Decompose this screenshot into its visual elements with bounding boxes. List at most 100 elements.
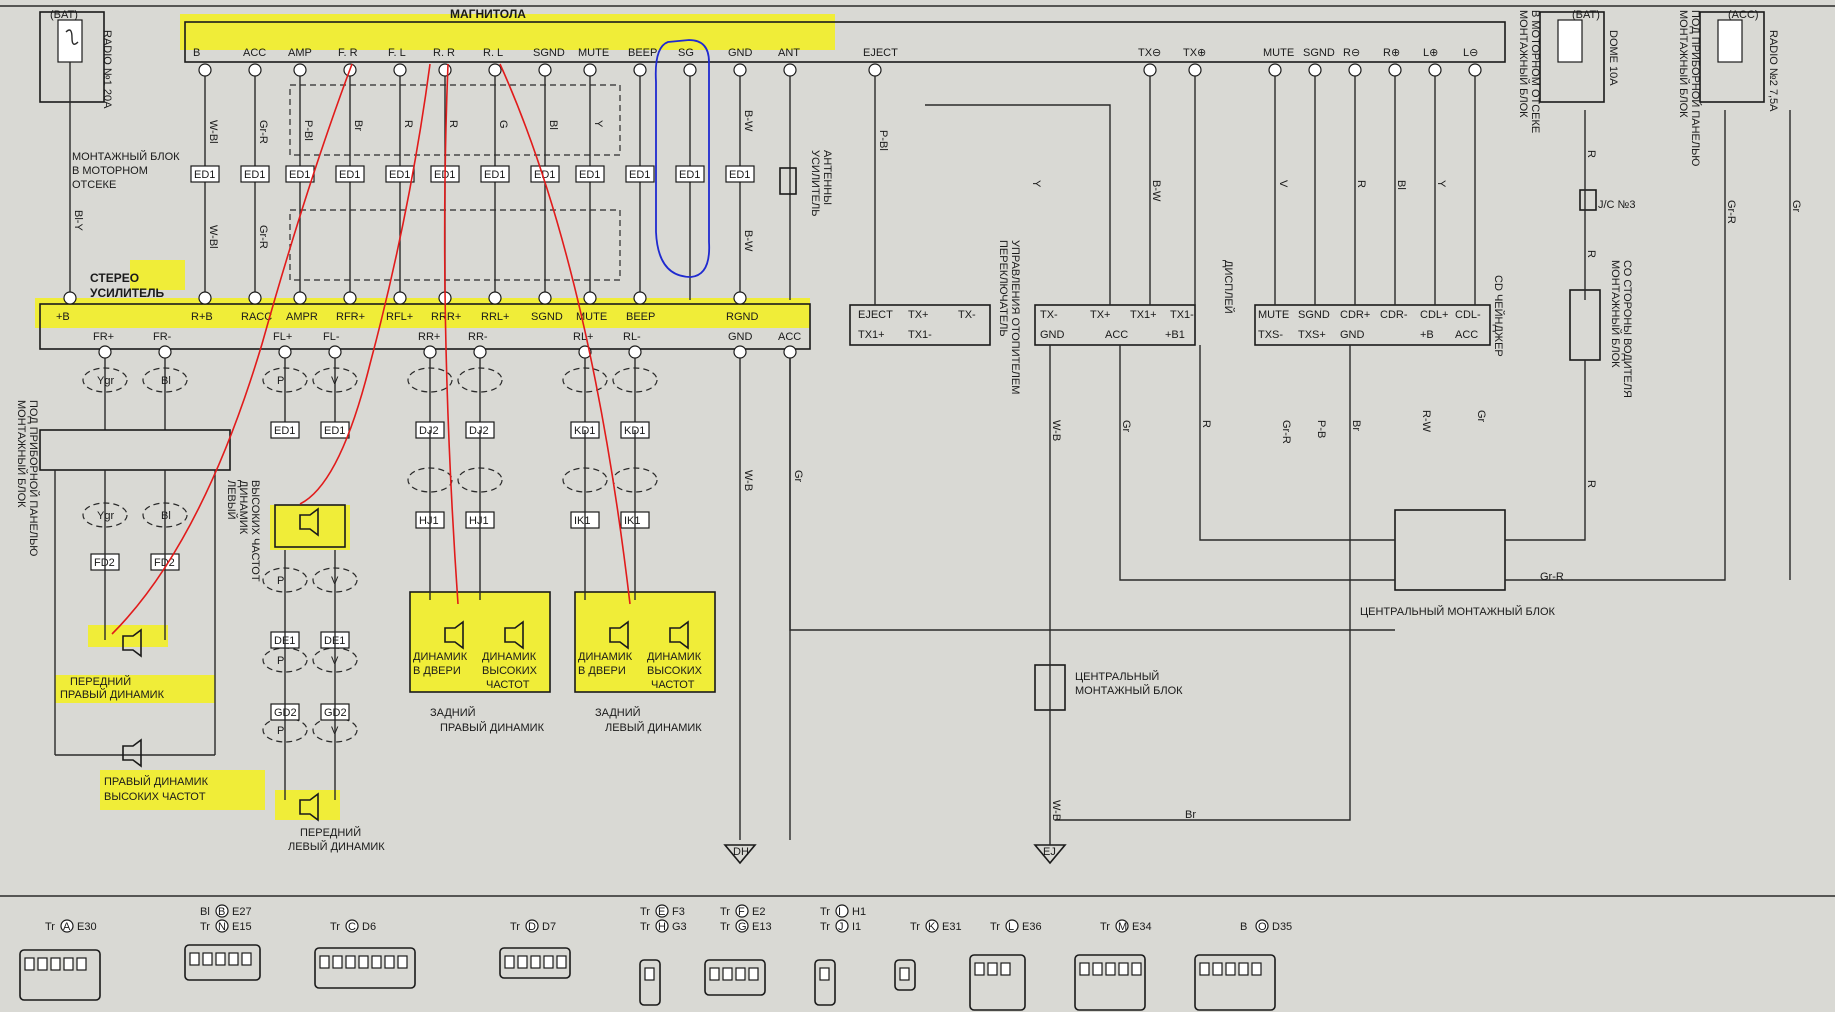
- pin-circle: [733, 63, 747, 77]
- speaker-icon: [299, 507, 319, 537]
- left-tweeter-label-1: ЛЕВЫЙ: [225, 480, 238, 520]
- ground-dh: DH: [733, 846, 749, 858]
- amp-out-label: GND: [728, 331, 753, 343]
- pin-circle: [1348, 63, 1362, 77]
- pin-circle: [1468, 63, 1482, 77]
- rr-tw-label-2: ВЫСОКИХ: [482, 665, 538, 677]
- pin-circle: [488, 63, 502, 77]
- connector-cavity: [202, 952, 213, 966]
- connector-label: HJ1: [469, 515, 489, 527]
- head-pin-label: L⊖: [1463, 47, 1478, 59]
- amp-out-label: RR+: [418, 331, 440, 343]
- connector-ed1: [240, 165, 270, 183]
- connector-cavity: [1199, 962, 1210, 976]
- legend-letter: E: [658, 906, 665, 918]
- panel-right-2: ПОД ПРИБОРНОЙ ПАНЕЛЬЮ: [1689, 10, 1702, 166]
- connector-ed1-label: ED1: [339, 169, 360, 181]
- amp-pin-label: MUTE: [576, 311, 607, 323]
- wire-label: Bl: [161, 510, 171, 522]
- cd-pin-label: TXS+: [1298, 329, 1326, 341]
- fuse-3-name: RADIO №2 7,5A: [1767, 30, 1779, 112]
- left-tweeter-box: [274, 504, 346, 548]
- highlight-rear-right: [410, 592, 550, 692]
- pin-circle: [278, 345, 292, 359]
- wire-r: R: [1355, 180, 1367, 188]
- wire-r: R: [1585, 480, 1597, 488]
- legend-circle: [215, 904, 229, 918]
- wire: [1505, 110, 1726, 581]
- wire-wbl: W-Bl: [207, 120, 219, 144]
- amp-out-label: FR+: [93, 331, 114, 343]
- head-pin-label: EJECT: [863, 47, 898, 59]
- central-mid-label-2: МОНТАЖНЫЙ БЛОК: [1075, 684, 1183, 697]
- pin-circle: [1188, 63, 1202, 77]
- legend-color: Tr: [510, 921, 520, 933]
- legend-letter: M: [1118, 921, 1127, 933]
- highlight-amp-title: [130, 260, 185, 290]
- amp-out-label: RL+: [573, 331, 594, 343]
- rl-door-label-1: ДИНАМИК: [578, 651, 633, 663]
- legend-letter: I: [838, 906, 841, 918]
- wire-br: Br: [352, 120, 364, 131]
- connector-ed1-label: ED1: [579, 169, 600, 181]
- legend-code: E15: [232, 921, 252, 933]
- connector-cavity: [1238, 962, 1249, 976]
- display-pin-label: +B1: [1165, 329, 1185, 341]
- amp-pin-label: RGND: [726, 311, 758, 323]
- legend-letter: O: [1258, 921, 1267, 933]
- fuse-3-icon: [1717, 19, 1743, 63]
- fuse-1-icon: [57, 19, 83, 63]
- speaker-icon: [444, 620, 464, 650]
- engine-right-1: МОНТАЖНЫЙ БЛОК: [1517, 10, 1530, 118]
- wire-bl: Bl: [1395, 180, 1407, 190]
- legend-circle: [1115, 919, 1129, 933]
- cd-pin-label: CDL-: [1455, 309, 1481, 321]
- front-left-label-2: ЛЕВЫЙ ДИНАМИК: [288, 840, 385, 853]
- head-pin-label: SG: [678, 47, 694, 59]
- wire-pb: P-B: [1315, 420, 1327, 438]
- wire-y: Y: [1435, 180, 1447, 188]
- wire-br: Br: [1350, 420, 1362, 431]
- legend-circle: [215, 919, 229, 933]
- highlight-fr-label: [55, 675, 215, 703]
- amp-pin-label: RFR+: [336, 311, 365, 323]
- pin-circle: [198, 291, 212, 305]
- cd-pin-label: GND: [1340, 329, 1365, 341]
- heater-pin-label: EJECT: [858, 309, 893, 321]
- legend-code: D6: [362, 921, 376, 933]
- connector-ed1: [725, 165, 755, 183]
- legend-letter: G: [738, 921, 747, 933]
- legend-circle: [735, 904, 749, 918]
- connector-cavity: [1105, 962, 1116, 976]
- legend-color: Tr: [330, 921, 340, 933]
- connector-cavity: [63, 957, 74, 971]
- pin-circle: [393, 63, 407, 77]
- connector-cavity: [1212, 962, 1223, 976]
- pin-circle: [733, 345, 747, 359]
- legend-color: Tr: [820, 921, 830, 933]
- panel-right-1: МОНТАЖНЫЙ БЛОК: [1677, 10, 1690, 118]
- head-pin-label: L⊕: [1423, 47, 1438, 59]
- legend-code: I1: [852, 921, 861, 933]
- rear-left-label-1: ЗАДНИЙ: [595, 706, 641, 719]
- highlight-fl-speaker: [275, 790, 340, 820]
- connector-cavity: [37, 957, 48, 971]
- connector-cavity: [556, 955, 567, 969]
- connector-cavity: [748, 967, 759, 981]
- pin-circle: [438, 63, 452, 77]
- twist-left: [562, 367, 608, 393]
- wire: [1505, 360, 1586, 541]
- connector-cavity: [1118, 962, 1129, 976]
- pin-circle: [783, 63, 797, 77]
- display-pin-label: TX-: [1040, 309, 1058, 321]
- connector-label: DJ2: [419, 425, 439, 437]
- rr-door-label-2: В ДВЕРИ: [413, 665, 461, 677]
- connector-ed1: [190, 165, 220, 183]
- legend-circle: [525, 919, 539, 933]
- driver-block-2: СО СТОРОНЫ ВОДИТЕЛЯ: [1621, 260, 1633, 398]
- wire-wb: W-B: [1050, 800, 1062, 821]
- engine-right-2: В МОТОРНОМ ОТСЕКЕ: [1529, 10, 1541, 133]
- head-unit-label: МАГНИТОЛА: [450, 7, 526, 21]
- heater-pin-label: TX1-: [908, 329, 932, 341]
